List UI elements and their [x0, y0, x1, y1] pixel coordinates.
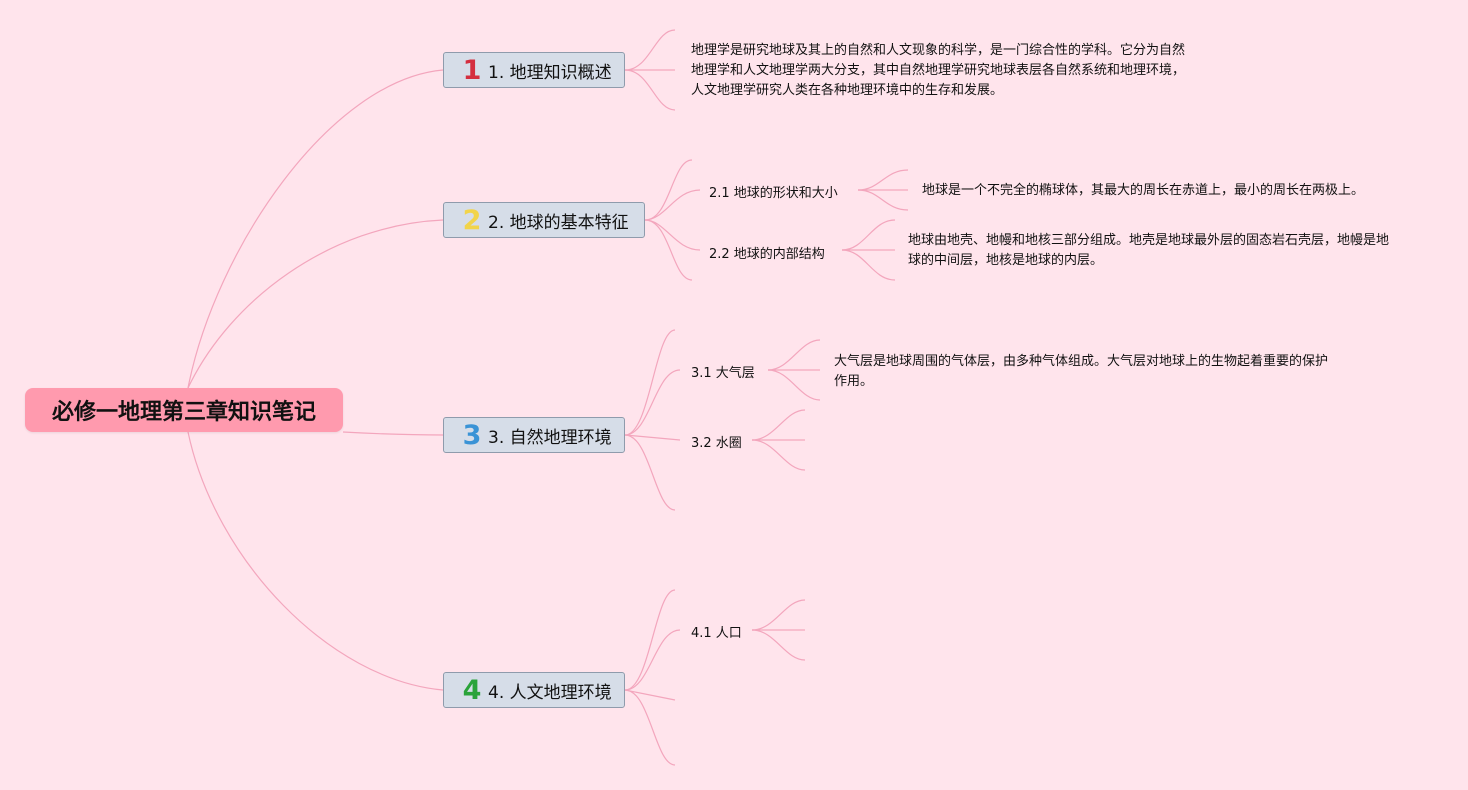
connector-root-topic-3 — [342, 431, 444, 436]
subtopic-2-1[interactable]: 2.1 地球的形状和大小 — [709, 186, 838, 201]
subtopic-2-1-note: 地球是一个不完全的椭球体，其最大的周长在赤道上，最小的周长在两极上。 — [922, 183, 1365, 198]
topic-1-note: 地理学是研究地球及其上的自然和人文现象的科学，是一门综合性的学科。它分为自然地理… — [691, 43, 1186, 98]
root-topic[interactable]: 必修一地理第三章知识笔记 — [25, 388, 343, 432]
number-1-icon: 1 — [462, 54, 482, 86]
connector-root-topic-1 — [187, 69, 444, 389]
number-2-icon: 2 — [462, 204, 482, 236]
topic-2-label: 2. 地球的基本特征 — [488, 212, 629, 233]
subtopic-4-1[interactable]: 4.1 人口 — [691, 626, 742, 641]
topic-3[interactable]: 3 3. 自然地理环境 — [443, 417, 625, 453]
subtopic-2-2-note: 地球由地壳、地幔和地核三部分组成。地壳是地球最外层的固态岩石壳层，地幔是地球的中… — [908, 233, 1390, 268]
root-title: 必修一地理第三章知识笔记 — [51, 400, 316, 425]
topic-1-label: 1. 地理知识概述 — [488, 62, 612, 83]
topic-2[interactable]: 2 2. 地球的基本特征 — [443, 202, 645, 238]
topic-4-label: 4. 人文地理环境 — [488, 682, 612, 703]
subtopic-3-2[interactable]: 3.2 水圈 — [691, 436, 742, 451]
subtopic-2-2[interactable]: 2.2 地球的内部结构 — [709, 247, 825, 262]
connector-root-topic-2 — [187, 219, 444, 389]
topic-1[interactable]: 1 1. 地理知识概述 — [443, 52, 625, 88]
number-4-icon: 4 — [462, 674, 482, 706]
number-3-icon: 3 — [462, 419, 482, 451]
subtopic-3-1[interactable]: 3.1 大气层 — [691, 366, 755, 381]
topic-4[interactable]: 4 4. 人文地理环境 — [443, 672, 625, 708]
connector-root-topic-4 — [187, 431, 444, 691]
topic-3-label: 3. 自然地理环境 — [488, 427, 612, 448]
subtopic-3-1-note: 大气层是地球周围的气体层，由多种气体组成。大气层对地球上的生物起着重要的保护作用… — [834, 354, 1329, 389]
